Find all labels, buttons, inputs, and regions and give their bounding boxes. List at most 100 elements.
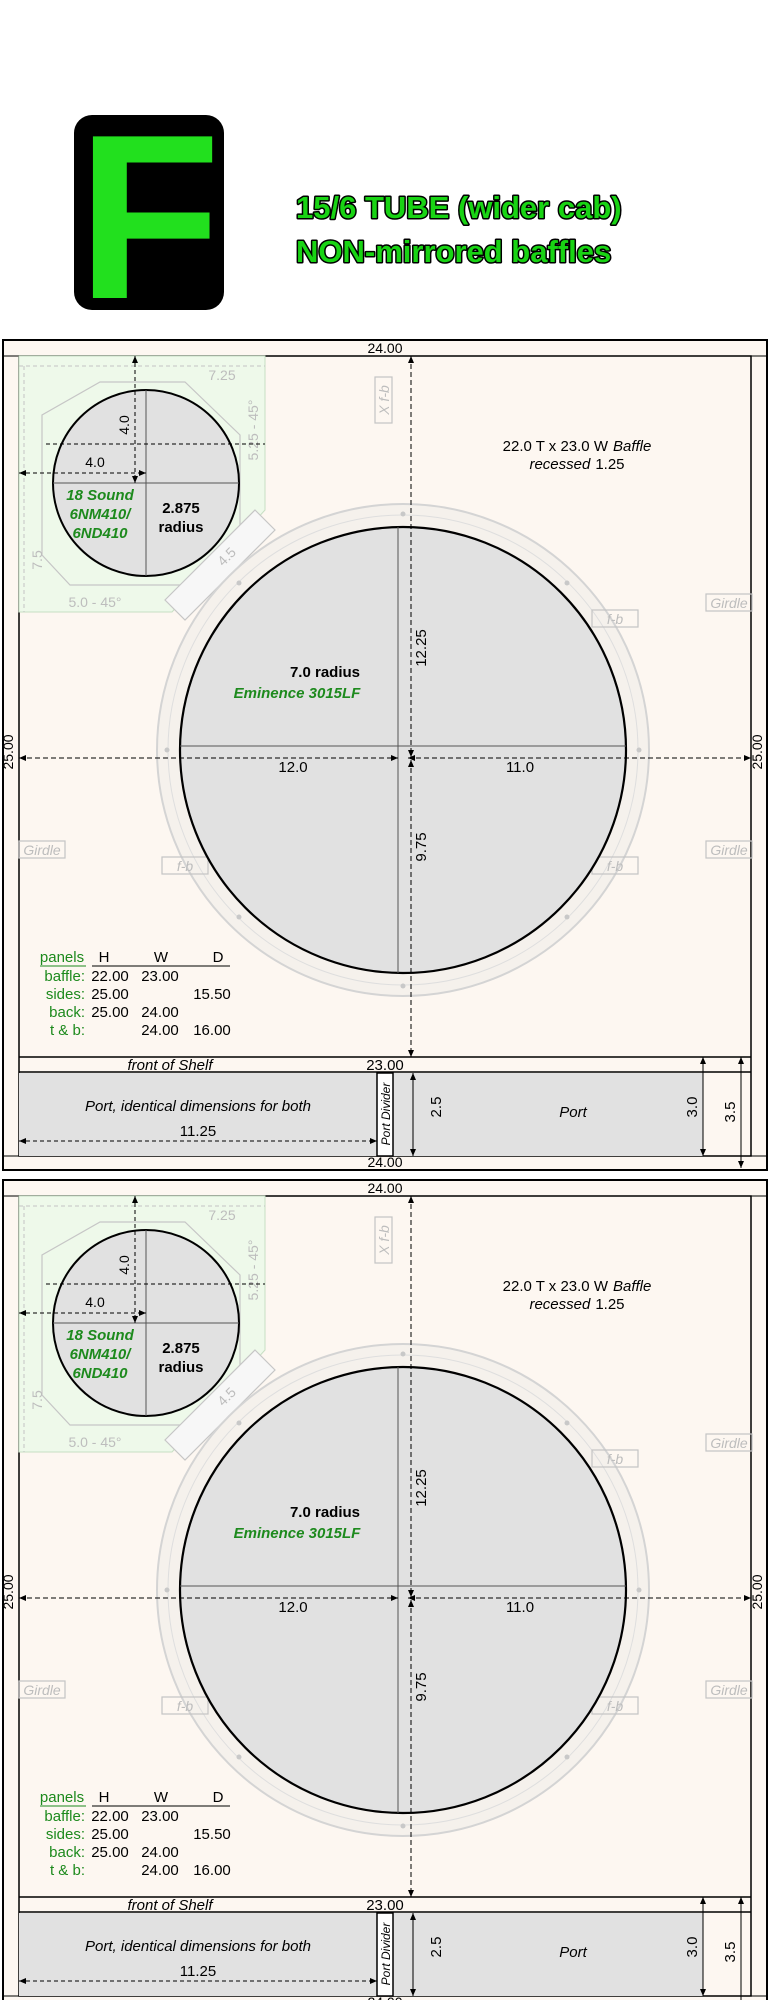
girdle-label-left-box: [18, 1680, 66, 1699]
port-dim-3-5-label: 3.5: [722, 1102, 739, 1123]
logo-outline: [74, 115, 224, 310]
x-f-b-label: X f-b: [374, 1216, 393, 1264]
girdle-label-right-upper-box: [705, 1433, 753, 1452]
port-dim-3-0-label: 3.0: [684, 1937, 701, 1958]
port-left-width-label: 11.25: [180, 1123, 216, 1140]
woofer-dim-down-label: 9.75: [413, 832, 430, 861]
woofer-model-label: Eminence 3015LF: [234, 685, 362, 702]
tweeter-radius-word: radius: [158, 519, 203, 536]
f-b-label-lower-right-text: f-b: [607, 1698, 624, 1714]
f-b-label-upper-right: f-b: [591, 1449, 639, 1468]
table-cell-d: 15.50: [193, 1826, 231, 1843]
woofer-dim-left-label: 12.0: [278, 759, 307, 776]
top-width-label: 24.00: [367, 340, 402, 356]
shelf-width-label: 23.00: [366, 1057, 404, 1074]
table-cell-w: 24.00: [141, 1862, 179, 1879]
woofer-dim-down-label: 9.75: [413, 1672, 430, 1701]
table-cell-h: 25.00: [91, 1844, 129, 1861]
table-row-label: baffle:: [44, 1808, 85, 1825]
table-cell-h: 25.00: [91, 1004, 129, 1021]
table-header-2: W: [154, 1789, 169, 1806]
girdle-label-right-upper: Girdle: [705, 593, 753, 612]
f-b-label-upper-right-box: [591, 609, 639, 628]
woofer-radius-label: 7.0 radius: [290, 664, 360, 681]
table-row-label: t & b:: [50, 1862, 85, 1879]
mount-hole-5: [564, 914, 570, 920]
port-left-label: Port, identical dimensions for both: [85, 1938, 311, 1955]
mount-hole-6: [236, 914, 242, 920]
baffle-note-recess-value: 1.25: [595, 456, 624, 473]
shelf-width-label: 23.00: [366, 1897, 404, 1914]
f-b-label-lower-left-box: [161, 856, 209, 875]
girdle-label-right-lower: Girdle: [705, 840, 753, 859]
f-b-label-lower-left: f-b: [161, 1696, 209, 1715]
table-cell-w: 23.00: [141, 968, 179, 985]
woofer-dim-up-label: 12.25: [413, 1469, 430, 1507]
x-f-b-label-box: [374, 1216, 393, 1264]
woofer-dim-up-label: 12.25: [413, 629, 430, 667]
table-header-panels: panels: [40, 1789, 84, 1806]
tweeter-model-line2: 6ND410: [72, 1365, 128, 1382]
woofer-model-label: Eminence 3015LF: [234, 1525, 362, 1542]
tweeter-dim-horizontal-label: 4.0: [85, 1294, 105, 1310]
baffle-note-recessed: recessed: [529, 1296, 591, 1313]
table-row-label: sides:: [46, 986, 85, 1003]
tweeter-brace-block: [164, 1349, 276, 1461]
girdle-label-right-upper-box: [705, 593, 753, 612]
table-cell-w: 24.00: [141, 1004, 179, 1021]
port-right-area: [393, 1073, 703, 1156]
f-b-label-upper-right-box: [591, 1449, 639, 1468]
tweeter-radius-value: 2.875: [162, 1340, 200, 1357]
table-cell-h: 22.00: [91, 1808, 129, 1825]
table-row-label: back:: [49, 1004, 85, 1021]
mount-hole-8: [636, 1587, 642, 1593]
mount-hole-4: [236, 1420, 242, 1426]
girdle-label-left: Girdle: [18, 1680, 66, 1699]
woofer-dim-right-label: 11.0: [506, 759, 534, 776]
dim-7-5-label: 7.5: [29, 1390, 45, 1410]
title-line-2: NON-mirrored baffles: [296, 234, 611, 269]
girdle-label-left: Girdle: [18, 840, 66, 859]
x-f-b-label-text: X f-b: [376, 385, 392, 416]
baffle-note-word: Baffle: [613, 438, 651, 455]
baffle-note-recess-value: 1.25: [595, 1296, 624, 1313]
tweeter-model-line1: 6NM410/: [70, 506, 133, 523]
table-row-label: baffle:: [44, 968, 85, 985]
table-row-label: sides:: [46, 1826, 85, 1843]
girdle-label-right-upper-text: Girdle: [710, 595, 748, 611]
mount-hole-7: [164, 1587, 170, 1593]
baffle-note-recessed: recessed: [529, 456, 591, 473]
woofer-circle: [178, 1365, 628, 1815]
woofer-radius-label: 7.0 radius: [290, 1504, 360, 1521]
tweeter-brand-label: 18 Sound: [66, 1327, 134, 1344]
port-right-label: Port: [559, 1944, 587, 1961]
table-row-label: back:: [49, 1844, 85, 1861]
girdle-label-left-text: Girdle: [23, 842, 61, 858]
table-cell-d: 16.00: [193, 1862, 231, 1879]
girdle-label-right-lower: Girdle: [705, 1680, 753, 1699]
woofer-dim-right-label: 11.0: [506, 1599, 534, 1616]
f-b-label-lower-left-box: [161, 1696, 209, 1715]
port-divider-label: Port Divider: [379, 1082, 393, 1146]
port-divider: [376, 1912, 394, 1997]
bottom-width-label: 24.00: [367, 1994, 402, 2000]
table-cell-w: 24.00: [141, 1022, 179, 1039]
tweeter-brand-label: 18 Sound: [66, 487, 134, 504]
table-cell-h: 22.00: [91, 968, 129, 985]
mount-hole-3: [564, 1420, 570, 1426]
tweeter-model-line2: 6ND410: [72, 525, 128, 542]
table-header-1: H: [99, 1789, 110, 1806]
port-divider-label: Port Divider: [379, 1922, 393, 1986]
top-width-label: 24.00: [367, 1180, 402, 1196]
right-height-label: 25.00: [749, 734, 765, 769]
woofer-circle: [178, 525, 628, 975]
port-divider: [376, 1072, 394, 1157]
tweeter-radius-value: 2.875: [162, 500, 200, 517]
